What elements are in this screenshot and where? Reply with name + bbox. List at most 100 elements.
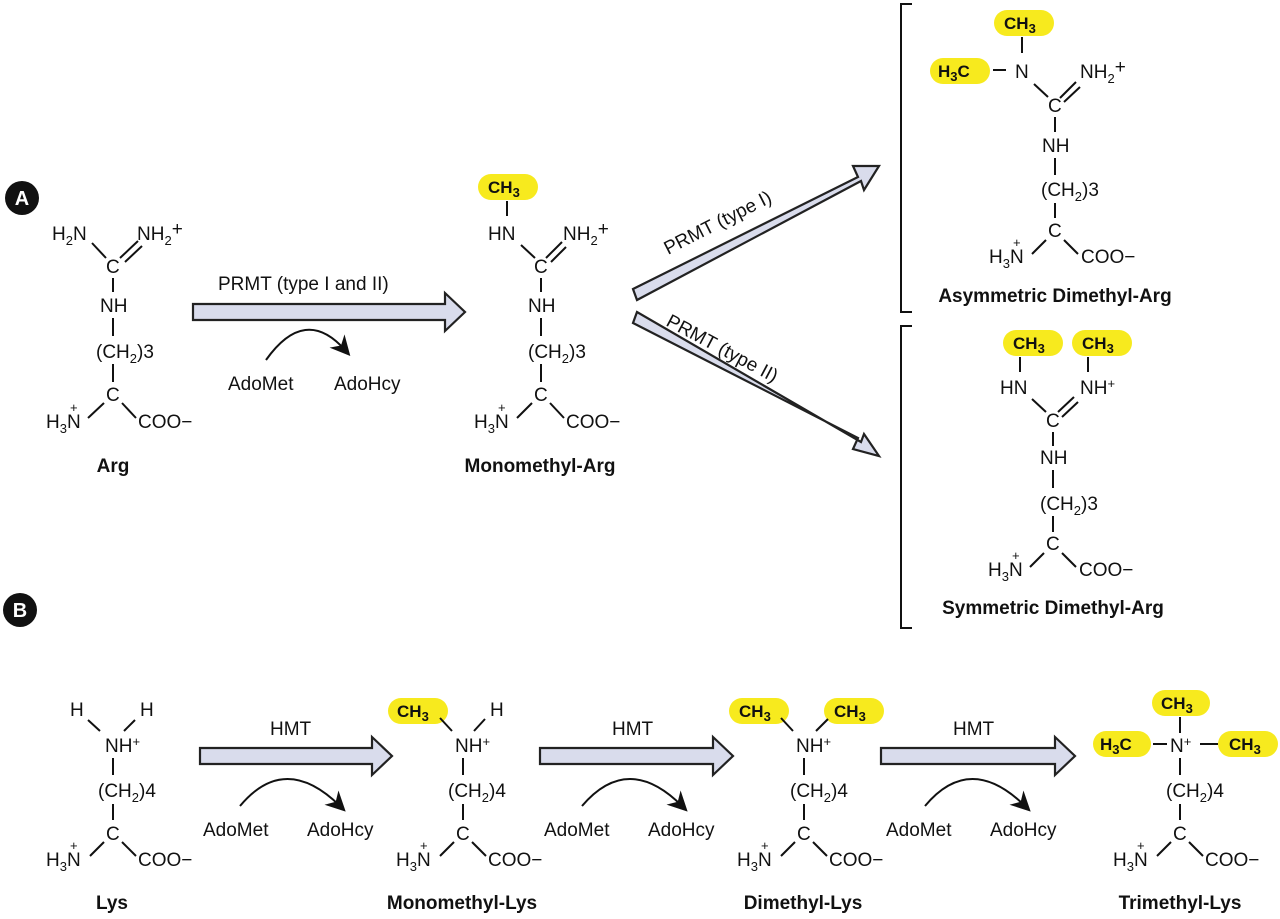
charge-plus: + [420, 838, 428, 853]
charge-plus: + [1012, 548, 1020, 563]
methyl-highlight [729, 698, 789, 724]
reaction-arrow [631, 310, 882, 458]
dml-amine: H3N [737, 850, 772, 874]
bond [549, 402, 565, 419]
cofactor-curve-arrow [265, 328, 351, 361]
mml-n: NH+ [455, 734, 490, 757]
lys-carboxyl: COO− [138, 850, 192, 871]
sdma-n2: NH+ [1080, 376, 1115, 399]
bond [1031, 239, 1047, 255]
mma-carboxyl: COO− [566, 412, 620, 433]
cofactor-curve-arrow [924, 778, 1031, 812]
methyl-group: CH3 [1004, 14, 1036, 36]
methyl-group: CH3 [1161, 694, 1193, 716]
tml-n: N+ [1170, 734, 1191, 757]
mma-n2: NH2+ [563, 219, 609, 248]
methyl-group: H3C [1100, 735, 1132, 757]
mml-ca: C [456, 824, 470, 845]
bond [124, 245, 143, 263]
reaction-arrow [879, 734, 1077, 778]
sdma-carboxyl: COO− [1079, 560, 1133, 581]
bond [545, 241, 563, 259]
adma-ca: C [1048, 221, 1062, 242]
panel-b: B H H NH+ (CH2)4 C H3N + COO− Lys HMT Ad… [3, 593, 1278, 914]
bond [1061, 552, 1077, 568]
lys-name: Lys [96, 893, 128, 914]
bond [91, 242, 107, 259]
methyl-group: H3C [938, 62, 970, 84]
bond [89, 841, 105, 857]
sdma-amine: H3N [988, 560, 1023, 584]
adma-nh: NH [1042, 136, 1069, 157]
mma-amine: H3N [474, 412, 509, 436]
branch-arrow-type1: PRMT (type I) [631, 164, 881, 302]
methyl-highlight [1218, 731, 1278, 757]
arg-c: C [106, 257, 120, 278]
adma-n2: NH2+ [1080, 57, 1126, 86]
bond [123, 719, 136, 732]
dml-name: Dimethyl-Lys [744, 893, 863, 914]
enzyme-label: HMT [953, 719, 995, 740]
cofactor-curve-arrow [239, 778, 346, 812]
dml-ca: C [797, 824, 811, 845]
bond [780, 717, 794, 732]
sdma-ca: C [1046, 534, 1060, 555]
molecule-dimethyl-lys: CH3 CH3 NH+ (CH2)4 C H3N + COO− Dimethyl… [729, 698, 884, 914]
panel-b-badge-label: B [13, 600, 27, 622]
reaction-arrow-prmt: PRMT (type I and II) AdoMet AdoHcy [191, 274, 467, 395]
reaction-arrow [538, 734, 735, 778]
methyl-highlight [1003, 330, 1063, 356]
bond [812, 841, 828, 857]
donor-label: AdoMet [886, 820, 952, 841]
molecule-symmetric-dimethyl-arg: CH3 CH3 HN NH+ C NH (CH2)3 C H3N + COO− … [942, 330, 1164, 619]
sdma-name: Symmetric Dimethyl-Arg [942, 598, 1164, 619]
mma-ca: C [534, 385, 548, 406]
bond [1063, 86, 1081, 103]
dml-n: NH+ [796, 734, 831, 757]
bond [121, 841, 137, 857]
arg-carboxyl: COO− [138, 412, 192, 433]
charge-plus: + [498, 400, 506, 415]
mml-h: H [490, 700, 504, 721]
panel-a: A H2N NH2+ C NH (CH2)3 C H3N + COO− Arg … [5, 3, 1172, 629]
bond [550, 246, 567, 263]
arg-n1: H2N [52, 224, 87, 248]
charge-plus: + [70, 838, 78, 853]
mml-carboxyl: COO− [488, 850, 542, 871]
methyl-highlight [994, 10, 1054, 36]
mml-amine: H3N [396, 850, 431, 874]
methyl-highlight [1072, 330, 1132, 356]
methyl-highlight [1152, 690, 1210, 716]
bond [1029, 552, 1045, 568]
bond [1061, 401, 1079, 418]
tml-amine: H3N [1113, 850, 1148, 874]
branch-arrow-type2: PRMT (type II) [631, 310, 882, 458]
methyl-group: CH3 [739, 702, 771, 724]
methyl-group: CH3 [1082, 334, 1114, 356]
tml-name: Trimethyl-Lys [1119, 893, 1242, 914]
product-label: AdoHcy [990, 820, 1057, 841]
reaction-arrow [198, 734, 394, 778]
lys-chain: (CH2)4 [98, 781, 156, 805]
lys-amine: H3N [46, 850, 81, 874]
sdma-nh: NH [1040, 448, 1067, 469]
lys-n: NH+ [105, 734, 140, 757]
methyl-group: CH3 [1013, 334, 1045, 356]
arg-chain: (CH2)3 [96, 342, 154, 366]
molecule-arg: H2N NH2+ C NH (CH2)3 C H3N + COO− Arg [46, 219, 192, 477]
mma-chain: (CH2)3 [528, 342, 586, 366]
bond [121, 402, 137, 419]
donor-label: AdoMet [203, 820, 269, 841]
molecule-trimethyl-lys: CH3 H3C N+ CH3 (CH2)4 C H3N + COO− Trime… [1093, 690, 1278, 914]
mml-chain: (CH2)4 [448, 781, 506, 805]
bond [516, 402, 533, 419]
bond [520, 244, 536, 259]
tml-ca: C [1173, 824, 1187, 845]
bond [1059, 81, 1077, 99]
donor-label: AdoMet [228, 374, 294, 395]
mml-name: Monomethyl-Lys [387, 893, 537, 914]
molecule-monomethyl-lys: CH3 H NH+ (CH2)4 C H3N + COO− Monomethyl… [387, 698, 542, 914]
mma-name: Monomethyl-Arg [465, 456, 616, 477]
dml-chain: (CH2)4 [790, 781, 848, 805]
sdma-chain: (CH2)3 [1040, 494, 1098, 518]
